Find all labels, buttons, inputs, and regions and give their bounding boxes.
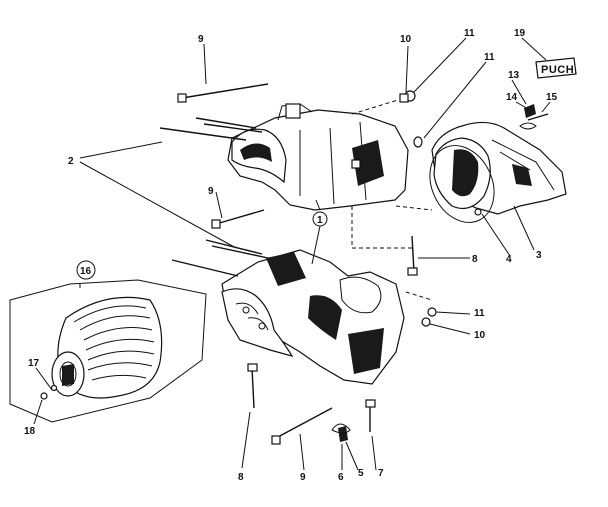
alignment-lines	[351, 99, 433, 301]
cover-gasket	[429, 145, 495, 223]
upper-studs	[159, 117, 263, 141]
bolts	[177, 83, 549, 445]
callout-14: 14	[506, 92, 518, 103]
puch-nameplate: PUCH	[535, 57, 577, 79]
circled-callouts	[76, 211, 328, 280]
callout-9-middle: 9	[208, 186, 214, 197]
leader-lines	[33, 37, 551, 471]
callout-11-top: 11	[464, 28, 475, 39]
callout-8-right: 8	[472, 254, 478, 265]
callout-8-bottom: 8	[238, 472, 244, 483]
upper-crankcase-half	[227, 103, 409, 211]
callout-13: 13	[508, 70, 520, 81]
callout-16: 16	[80, 266, 92, 277]
callout-1: 1	[317, 215, 323, 226]
callout-17: 17	[28, 358, 40, 369]
callout-5: 5	[358, 468, 364, 479]
callout-19: 19	[514, 28, 526, 39]
callout-11-lower: 11	[474, 308, 485, 319]
callout-10-lower: 10	[474, 330, 486, 341]
callout-7: 7	[378, 468, 384, 479]
callout-9-top: 9	[198, 34, 204, 45]
callout-11-cover: 11	[484, 52, 495, 63]
callout-9-bottom: 9	[300, 472, 306, 483]
callout-2: 2	[68, 156, 74, 167]
nuts-and-washers	[399, 90, 537, 327]
callout-3: 3	[536, 250, 542, 261]
lower-crankcase-half	[221, 249, 405, 385]
callout-numbers: 9 10 11 19 11 13 14 15 2 9 1 4 3 8 16 11…	[24, 28, 558, 483]
side-cover	[431, 121, 567, 216]
brand-label: PUCH	[541, 64, 574, 76]
inset-assembly	[9, 279, 207, 423]
callout-4: 4	[506, 254, 512, 265]
callout-18: 18	[24, 426, 36, 437]
callout-15: 15	[546, 92, 558, 103]
callout-10-top: 10	[400, 34, 412, 45]
callout-6: 6	[338, 472, 344, 483]
